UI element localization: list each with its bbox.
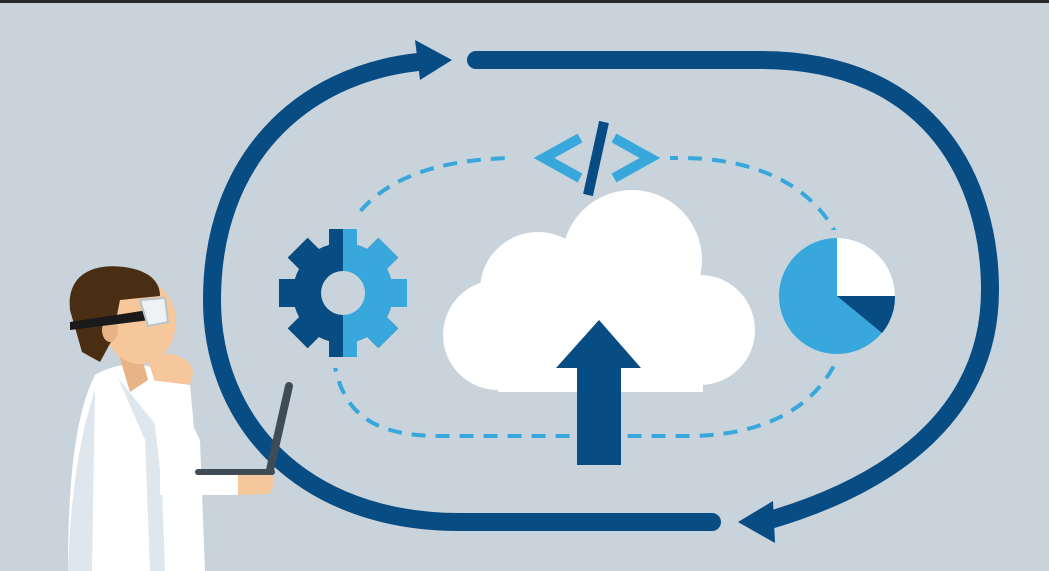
pie-chart-icon	[770, 230, 910, 365]
forearm	[160, 470, 240, 495]
top-arrowhead	[415, 40, 452, 80]
cloud-upload-icon	[443, 190, 755, 465]
bottom-arrowhead	[738, 501, 775, 543]
top-strip	[0, 0, 1049, 3]
cycle-top-path	[467, 51, 1000, 529]
gear-icon	[279, 218, 407, 368]
cycle-bottom-path	[202, 53, 721, 531]
laptop-icon	[195, 382, 293, 475]
upload-arrow	[556, 320, 641, 465]
developer-figure	[68, 266, 274, 571]
raised-arm	[150, 380, 198, 470]
cycle-loop	[202, 51, 1000, 531]
hair	[69, 266, 160, 362]
code-icon	[510, 120, 670, 197]
goggles	[70, 310, 150, 330]
